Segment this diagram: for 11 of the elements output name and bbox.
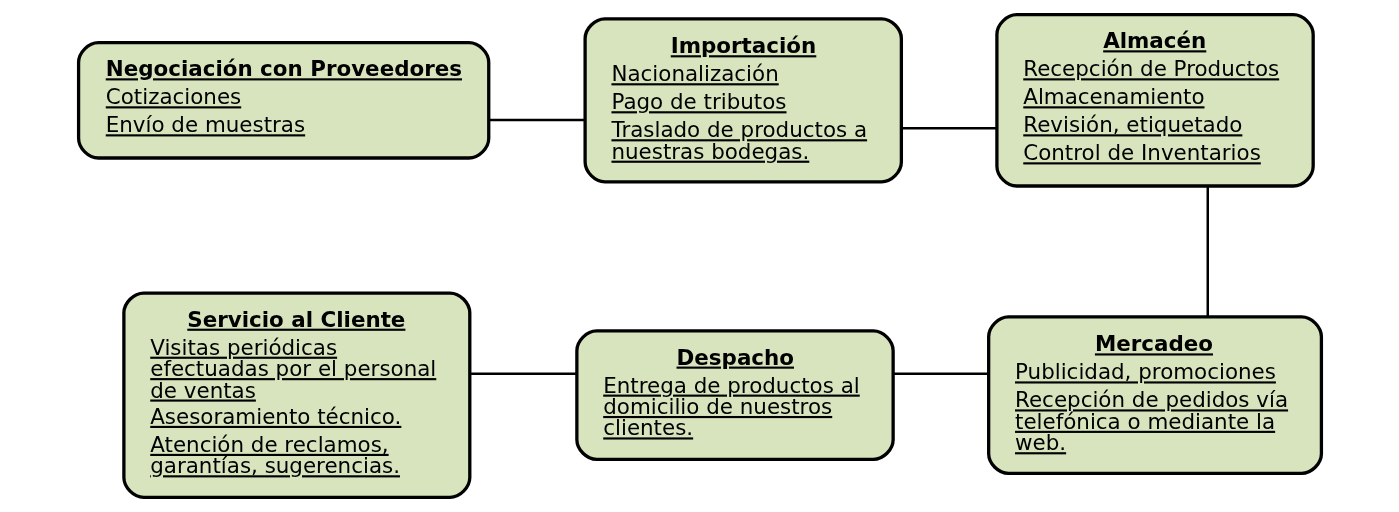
connector	[892, 372, 988, 375]
node-box: Despacho Entrega de productos al domicilio de nuestros clientes.	[574, 329, 895, 462]
node-box: Importación Nacionalización Pago de tributos Traslado de productos a nuestras bodegas.	[582, 17, 903, 184]
node-box: Negociación con Proveedores Cotizaciones Envío de muestras	[76, 41, 490, 160]
connector	[488, 118, 585, 122]
connector	[469, 372, 577, 375]
connector	[1206, 186, 1209, 317]
connector	[901, 127, 996, 130]
node-box: Almacén Recepción de Productos Almacenamiento Revisión, etiquetado Control de Inventarios	[994, 13, 1315, 188]
node-box: Servicio al Cliente Visitas periódicas efectuadas por el personal de ventas Asesoramiento técnico. Atención de reclamos, garantías, sugerencias.	[121, 291, 471, 499]
node-box: Mercadeo Publicidad, promociones Recepción de pedidos vía telefónica o mediante la web.	[986, 315, 1323, 476]
